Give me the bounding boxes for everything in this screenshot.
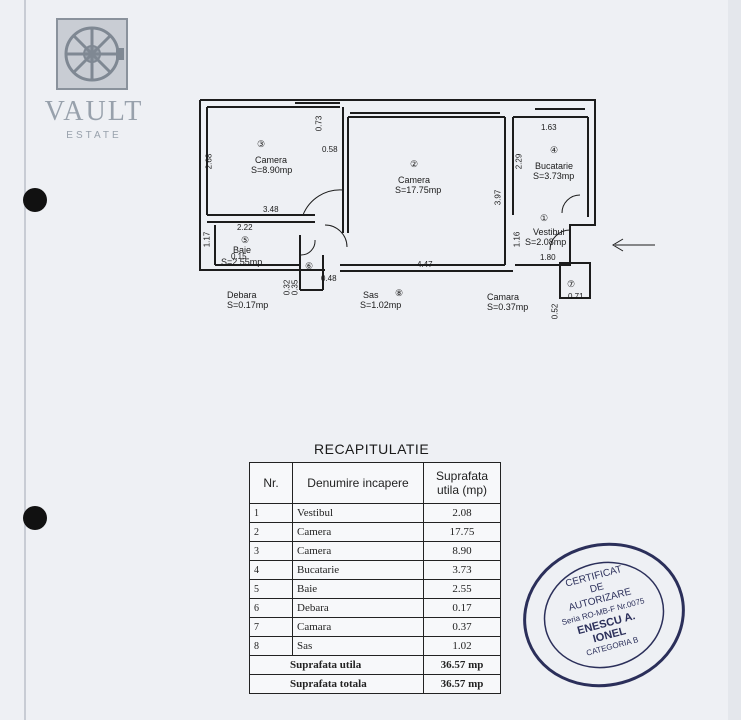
dim-label: 0.71 [568, 292, 584, 301]
table-row: 7 Camara 0.37 [249, 617, 501, 637]
dim-label: 0.15 [231, 252, 247, 261]
grand-total-row: Suprafata totala 36.57 mp [249, 674, 501, 694]
logo-name: VAULT [44, 96, 144, 127]
dim-label: 0.35 [290, 279, 300, 296]
table-row: 4 Bucatarie 3.73 [249, 560, 501, 580]
dim-label: 1.63 [541, 123, 557, 132]
row-name: Debara [292, 598, 424, 618]
dim-label: 1.16 [512, 231, 522, 248]
header-name: Denumire incapere [292, 462, 424, 504]
row-area: 8.90 [423, 541, 501, 561]
room-1-no: ① [540, 213, 549, 223]
table-row: 5 Baie 2.55 [249, 579, 501, 599]
row-nr: 1 [249, 503, 293, 523]
dim-label: 0.48 [321, 274, 337, 283]
floor-plan-walls [199, 99, 655, 299]
row-area: 1.02 [423, 636, 501, 656]
room-4-name: Bucatarie [535, 161, 574, 171]
header-area: Suprafata utila (mp) [423, 462, 501, 504]
vault-estate-logo: VAULT ESTATE [36, 18, 152, 158]
row-nr: 8 [249, 636, 293, 656]
dim-label: 0.52 [550, 303, 560, 320]
recap-title: RECAPITULATIE [314, 441, 430, 457]
dim-label: 2.68 [204, 153, 214, 170]
header-nr: Nr. [249, 462, 293, 504]
row-area: 0.17 [423, 598, 501, 618]
authorization-stamp: CERTIFICAT DE AUTORIZARE Seria RO-MB-F N… [519, 540, 689, 690]
room-8-no: ⑧ [395, 288, 404, 298]
util-total-value: 36.57 mp [423, 655, 501, 675]
dim-label: 4.47 [417, 260, 433, 269]
room-1-name: Vestibul [533, 227, 565, 237]
room-6-area: S=0.17mp [227, 300, 269, 310]
logo-sub: ESTATE [66, 130, 122, 141]
dim-label: 3.97 [493, 189, 503, 206]
room-3-name: Camera [255, 155, 288, 165]
room-4-no: ④ [550, 145, 559, 155]
row-nr: 5 [249, 579, 293, 599]
row-name: Bucatarie [292, 560, 424, 580]
room-8-name: Sas [363, 290, 379, 300]
room-5-no: ⑤ [241, 235, 250, 245]
room-3-no: ③ [257, 139, 266, 149]
row-area: 3.73 [423, 560, 501, 580]
room-2-name: Camera [398, 175, 431, 185]
room-5-name: Baie [233, 245, 252, 255]
row-name: Camera [292, 522, 424, 542]
recap-header-row: Nr. Denumire incapere Suprafata utila (m… [249, 462, 501, 504]
room-7-area: S=0.37mp [487, 302, 529, 312]
room-8-area: S=1.02mp [360, 300, 402, 310]
row-name: Vestibul [292, 503, 424, 523]
row-area: 0.37 [423, 617, 501, 637]
page-edge [728, 0, 741, 720]
table-row: 6 Debara 0.17 [249, 598, 501, 618]
dim-label: 3.48 [263, 205, 279, 214]
room-2-area: S=17.75mp [395, 185, 442, 195]
row-nr: 7 [249, 617, 293, 637]
room-6-no: ⑥ [305, 261, 314, 271]
row-nr: 4 [249, 560, 293, 580]
table-row: 1 Vestibul 2.08 [249, 503, 501, 523]
row-name: Sas [292, 636, 424, 656]
room-6-name: Debara [227, 290, 257, 300]
dim-label: 0.73 [314, 115, 324, 132]
room-7-name: Camara [487, 292, 520, 302]
recap-table: Nr. Denumire incapere Suprafata utila (m… [249, 462, 501, 694]
dim-label: 1.17 [202, 231, 212, 248]
room-4-area: S=3.73mp [533, 171, 575, 181]
row-name: Camara [292, 617, 424, 637]
room-3-area: S=8.90mp [251, 165, 293, 175]
punch-hole-bottom [23, 506, 47, 530]
util-total-label: Suprafata utila [249, 655, 424, 675]
row-nr: 6 [249, 598, 293, 618]
table-row: 8 Sas 1.02 [249, 636, 501, 656]
dim-label: 2.29 [514, 153, 524, 170]
util-total-row: Suprafata utila 36.57 mp [249, 655, 501, 675]
room-7-no: ⑦ [567, 279, 576, 289]
vault-wheel-icon [56, 18, 128, 90]
dim-label: 1.80 [540, 253, 556, 262]
row-area: 17.75 [423, 522, 501, 542]
row-area: 2.08 [423, 503, 501, 523]
dim-label: 0.58 [322, 145, 338, 154]
row-area: 2.55 [423, 579, 501, 599]
punch-hole-top [23, 188, 47, 212]
stamp-rings [523, 542, 685, 688]
table-row: 2 Camera 17.75 [249, 522, 501, 542]
row-name: Baie [292, 579, 424, 599]
floor-plan: ③ Camera S=8.90mp ② Camera S=17.75mp ④ B… [195, 95, 665, 325]
grand-total-label: Suprafata totala [249, 674, 424, 694]
table-row: 3 Camera 8.90 [249, 541, 501, 561]
row-nr: 2 [249, 522, 293, 542]
dim-label: 2.22 [237, 223, 253, 232]
row-name: Camera [292, 541, 424, 561]
room-2-no: ② [410, 159, 419, 169]
row-nr: 3 [249, 541, 293, 561]
room-1-area: S=2.08mp [525, 237, 567, 247]
margin-line [24, 0, 26, 720]
room-5-area: S=2.55mp [221, 257, 263, 267]
grand-total-value: 36.57 mp [423, 674, 501, 694]
